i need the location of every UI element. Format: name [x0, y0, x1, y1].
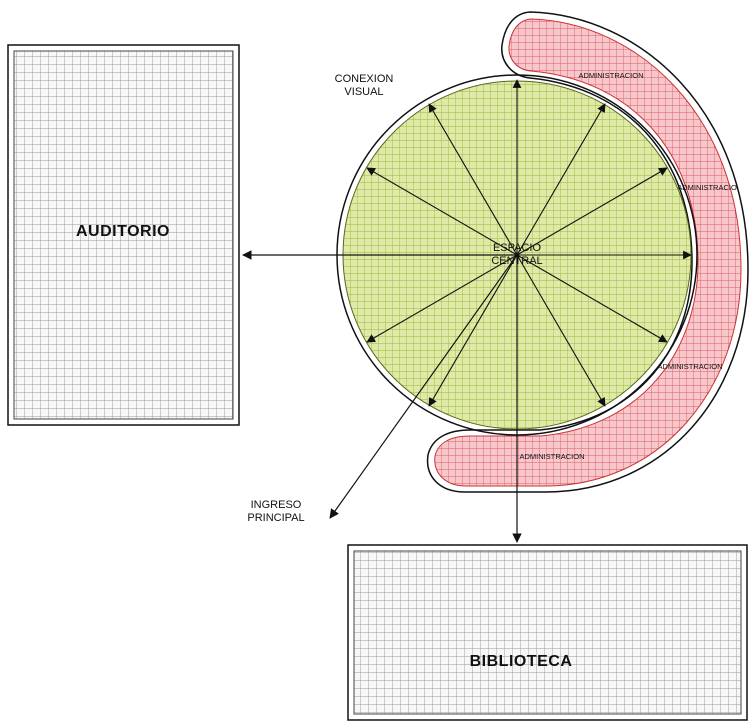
- administracion-label-2: ADMINISTRACIO: [677, 183, 737, 192]
- espacio-central-label: ESPACIO CENTRAL: [491, 242, 542, 267]
- ingreso-principal-label: INGRESO PRINCIPAL: [247, 499, 304, 524]
- ingreso-line1: INGRESO: [251, 499, 302, 511]
- auditorio-label: AUDITORIO: [76, 223, 170, 240]
- conexion-visual-label: CONEXION VISUAL: [335, 73, 394, 98]
- conexion-visual-line1: CONEXION: [335, 73, 394, 85]
- administracion-crescent: ADMINISTRACION ADMINISTRACIO ADMINISTRAC…: [426, 11, 749, 493]
- conexion-visual-line2: VISUAL: [344, 86, 383, 98]
- administracion-label-4: ADMINISTRACION: [519, 452, 584, 461]
- administracion-label-1: ADMINISTRACION: [578, 71, 643, 80]
- espacio-central-line2: CENTRAL: [491, 255, 542, 267]
- espacio-central-line1: ESPACIO: [493, 242, 542, 254]
- biblioteca-block: BIBLIOTECA: [347, 544, 748, 721]
- arrow-ingreso-principal: [329, 254, 518, 519]
- biblioteca-label: BIBLIOTECA: [470, 653, 573, 670]
- auditorio-block: AUDITORIO: [7, 44, 240, 426]
- administracion-label-3: ADMINISTRACION: [657, 362, 722, 371]
- ingreso-line2: PRINCIPAL: [247, 512, 304, 524]
- conexion-visual-arrows: [366, 79, 692, 407]
